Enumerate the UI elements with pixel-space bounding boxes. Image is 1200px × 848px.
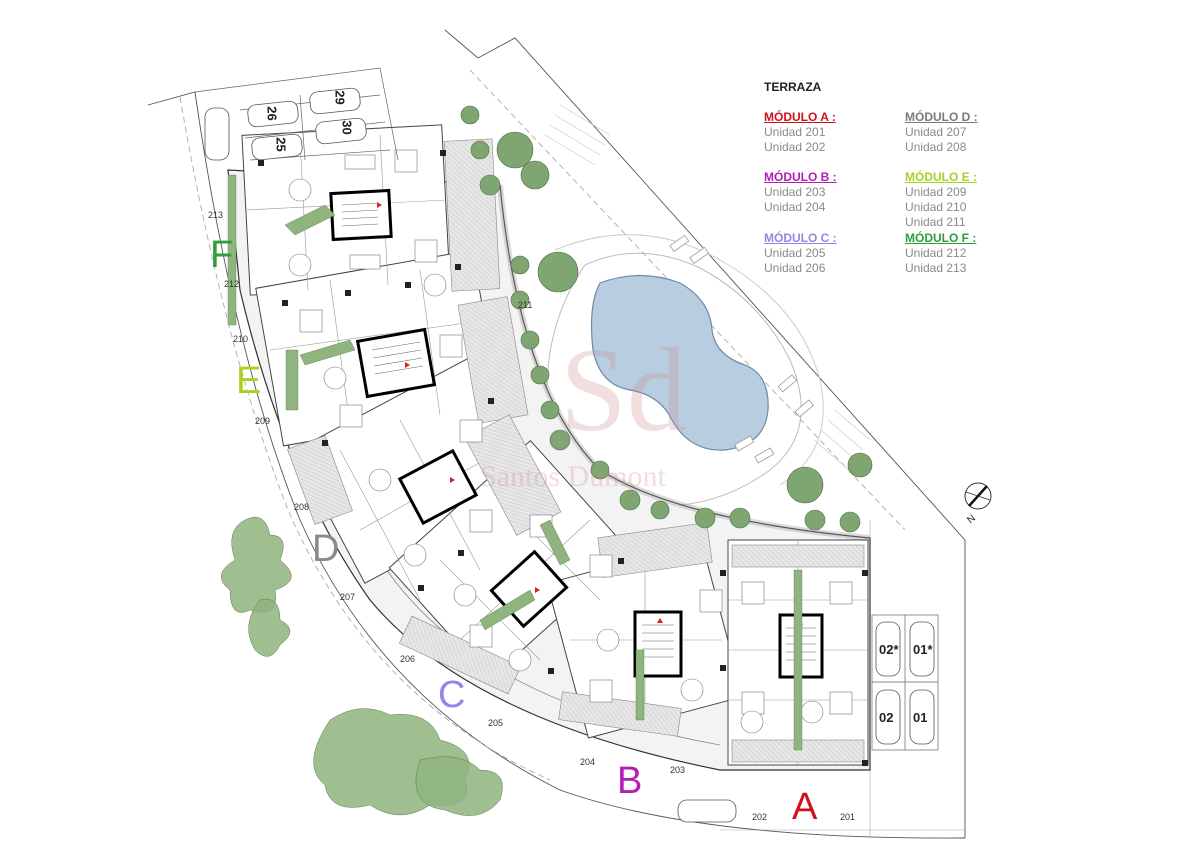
tree-clusters [221,516,503,816]
parking-number-25: 25 [273,137,289,152]
legend-module-label: MÓDULO F : [905,231,977,245]
pool-area [544,104,871,507]
parking-number-02-covered: 02* [879,642,899,657]
red-arrows [377,202,803,625]
unit-number-213: 213 [208,210,224,220]
legend-unit: Unidad 213 [905,261,967,275]
legend-module-label: MÓDULO E : [905,170,977,184]
parking-number-01-covered: 01* [913,642,933,657]
legend-module-d: MÓDULO D : Unidad 207 Unidad 208 [905,110,978,155]
parking-number-29: 29 [332,90,348,105]
unit-number-204: 204 [580,757,596,767]
legend-unit: Unidad 209 [905,185,967,199]
parking-number-30: 30 [339,120,355,135]
module-letter-c: C [438,674,466,716]
unit-number-210: 210 [233,334,249,344]
legend-unit: Unidad 201 [764,125,826,139]
columns [258,150,868,766]
unit-number-209: 209 [255,416,271,426]
legend-title: TERRAZA [764,80,822,94]
legend-module-a: MÓDULO A : Unidad 201 Unidad 202 [764,110,836,155]
legend-unit: Unidad 206 [764,261,826,275]
module-letter-f: F [210,234,234,276]
unit-number-202: 202 [752,812,768,822]
legend-unit: Unidad 211 [905,215,966,229]
legend-module-label: MÓDULO B : [764,170,837,184]
unit-number-205: 205 [488,718,504,728]
unit-number-212: 212 [224,279,240,289]
legend-unit: Unidad 204 [764,200,826,214]
parking-lot-right [871,614,939,751]
unit-number-201: 201 [840,812,856,822]
legend-unit: Unidad 210 [905,200,967,214]
cars-right [875,621,935,745]
legend-module-f: MÓDULO F : Unidad 212 Unidad 213 [905,231,976,276]
hedges [227,174,803,751]
unit-number-203: 203 [670,765,686,775]
watermark-monogram: Sd [560,323,687,456]
unit-number-211: 211 [518,300,533,310]
legend-unit: Unidad 203 [764,185,826,199]
module-letter-b: B [617,760,643,802]
north-arrow-icon [964,482,992,510]
module-letter-e: E [236,360,262,402]
unit-number-207: 207 [340,592,356,602]
legend-module-label: MÓDULO C : [764,231,837,245]
legend-module-label: MÓDULO A : [764,110,836,124]
legend-module-e: MÓDULO E : Unidad 209 Unidad 210 Unidad … [905,170,977,230]
module-letter-a: A [792,786,818,828]
module-letter-d: D [312,528,340,570]
legend-module-b: MÓDULO B : Unidad 203 Unidad 204 [764,170,837,215]
legend-module-label: MÓDULO D : [905,110,978,124]
legend-unit: Unidad 202 [764,140,826,154]
parking-number-26: 26 [264,106,280,121]
parking-number-01: 01 [913,710,928,725]
parking-number-02: 02 [879,710,894,725]
legend-unit: Unidad 208 [905,140,967,154]
legend-unit: Unidad 205 [764,246,826,260]
unit-number-208: 208 [294,502,310,512]
legend-unit: Unidad 207 [905,125,967,139]
legend-unit: Unidad 212 [905,246,967,260]
watermark-name: Santos Dumont [480,460,666,493]
trees [460,105,873,533]
unit-number-206: 206 [400,654,416,664]
furniture [288,149,853,734]
cars-top [204,87,737,823]
legend-module-c: MÓDULO C : Unidad 205 Unidad 206 [764,231,837,276]
swimming-pool [590,274,769,451]
site-boundary [147,29,966,839]
